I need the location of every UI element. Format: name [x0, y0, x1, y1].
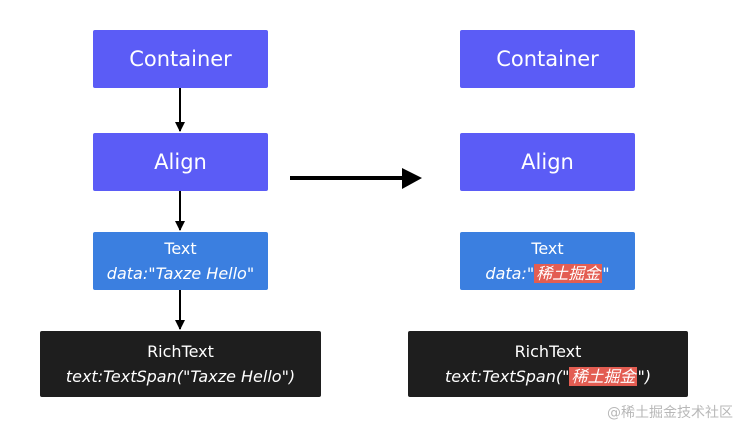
left-text-title: Text: [164, 239, 197, 258]
right-text-data: data:"稀土掘金": [485, 261, 610, 286]
right-text-title: Text: [531, 239, 564, 258]
watermark: @稀土掘金技术社区: [607, 405, 733, 421]
left-container-box: Container: [93, 30, 268, 88]
right-align-label: Align: [521, 150, 574, 174]
left-align-box: Align: [93, 133, 268, 191]
left-richtext-data: text:TextSpan("Taxze Hello"): [65, 367, 296, 386]
right-richtext-suffix: "): [637, 367, 652, 386]
left-text-box: Text data:"Taxze Hello": [93, 232, 268, 290]
right-container-box: Container: [460, 30, 635, 88]
right-text-data-highlight: 稀土掘金: [534, 264, 603, 283]
left-richtext-title: RichText: [147, 342, 214, 361]
left-text-data: data:"Taxze Hello": [106, 264, 255, 283]
transform-arrow-head: [402, 168, 422, 189]
right-richtext-prefix: text:TextSpan(": [444, 367, 570, 386]
right-text-data-prefix: data:": [485, 264, 535, 283]
left-richtext-box: RichText text:TextSpan("Taxze Hello"): [40, 331, 321, 397]
right-align-box: Align: [460, 133, 635, 191]
left-align-label: Align: [154, 150, 207, 174]
right-container-label: Container: [496, 47, 599, 71]
right-text-data-suffix: ": [602, 264, 610, 283]
right-richtext-highlight: 稀土掘金: [569, 367, 638, 386]
right-text-box: Text data:"稀土掘金": [460, 232, 635, 290]
right-richtext-data: text:TextSpan("稀土掘金"): [445, 364, 651, 389]
right-richtext-box: RichText text:TextSpan("稀土掘金"): [408, 331, 688, 397]
left-container-label: Container: [129, 47, 232, 71]
right-richtext-title: RichText: [514, 342, 582, 361]
